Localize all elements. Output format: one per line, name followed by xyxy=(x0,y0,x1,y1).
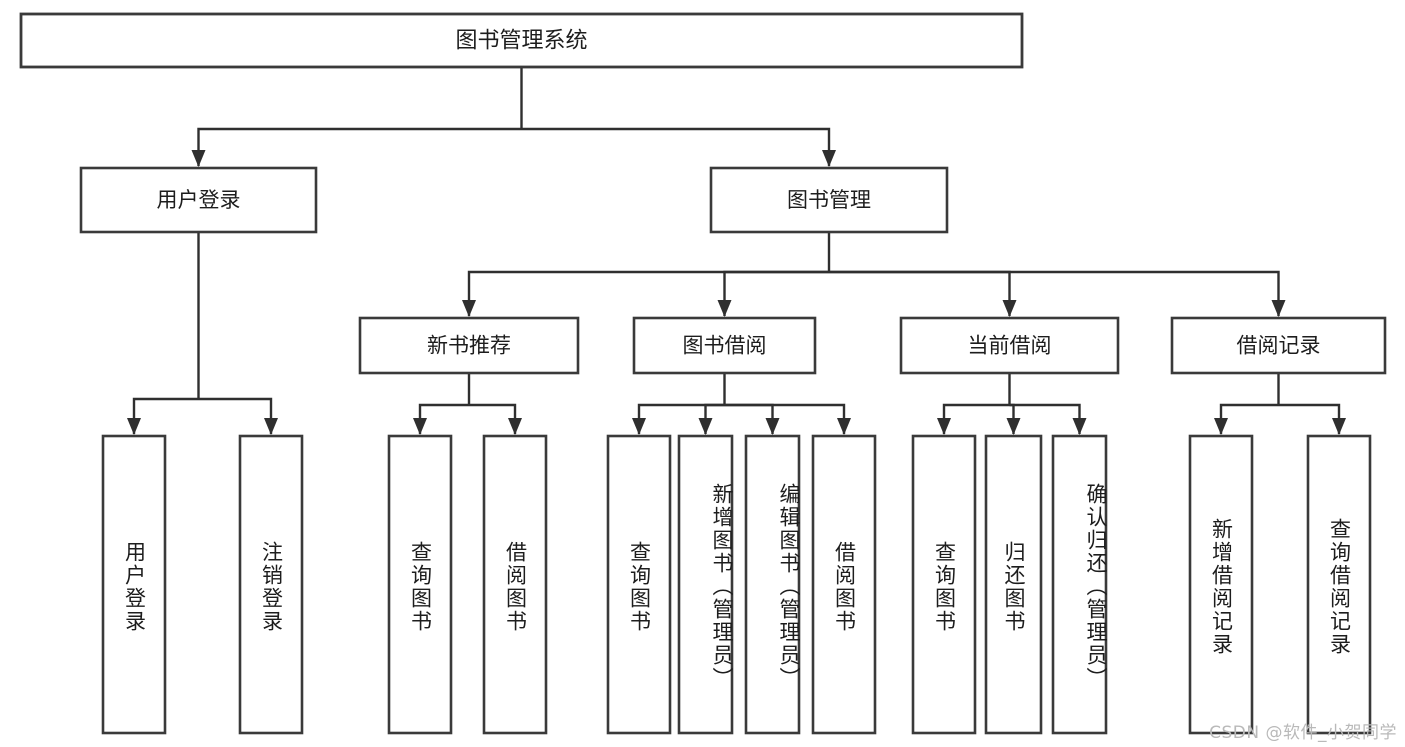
node-box-leaf-borrow-book-2[interactable] xyxy=(811,434,877,735)
node-leaf-query-book-1[interactable] xyxy=(387,434,453,735)
bookmanage-to-level2-branch xyxy=(723,270,829,316)
root-to-level1-branch xyxy=(197,127,522,166)
node-box-leaf-return-book[interactable] xyxy=(984,434,1043,735)
node-box-leaf-logout[interactable] xyxy=(238,434,304,735)
node-box-user-login[interactable] xyxy=(79,166,318,234)
node-label-root: 图书管理系统 xyxy=(455,29,587,54)
bookmanage-to-level2-branch xyxy=(467,270,829,316)
arrow-head-icon xyxy=(1332,418,1346,435)
arrow-head-icon xyxy=(822,150,836,167)
node-box-new-book-recommend[interactable] xyxy=(358,316,580,375)
node-leaf-query-book-2[interactable] xyxy=(606,434,672,735)
node-box-leaf-query-book-2[interactable] xyxy=(606,434,672,735)
arrow-head-icon xyxy=(191,150,206,167)
arrow-head-icon xyxy=(698,418,713,435)
node-box-leaf-query-book-3[interactable] xyxy=(911,434,977,735)
node-leaf-confirm-return[interactable] xyxy=(1051,434,1108,735)
node-box-leaf-add-book[interactable] xyxy=(677,434,734,735)
node-box-leaf-user-login[interactable] xyxy=(101,434,167,735)
node-label-borrow-record: 借阅记录 xyxy=(1237,334,1321,358)
arrow-head-icon xyxy=(1002,300,1017,317)
node-leaf-borrow-book-2[interactable] xyxy=(811,434,877,735)
arrow-head-icon xyxy=(508,418,522,435)
node-book-borrow[interactable]: 图书借阅 xyxy=(632,316,817,375)
arrow-head-icon xyxy=(1271,300,1286,317)
arrow-head-icon xyxy=(462,300,476,317)
node-leaf-return-book[interactable] xyxy=(984,434,1043,735)
node-leaf-borrow-book-1[interactable] xyxy=(482,434,548,735)
user-login-to-leaves-branch xyxy=(198,397,273,434)
arrow-head-icon xyxy=(413,418,427,435)
node-box-leaf-add-record[interactable] xyxy=(1188,434,1254,735)
user-login-to-leaves-branch xyxy=(132,397,199,434)
root-to-level1-branch xyxy=(521,127,831,166)
node-box-book-borrow[interactable] xyxy=(632,316,817,375)
arrow-head-icon xyxy=(937,418,951,435)
arrow-head-icon xyxy=(837,418,851,435)
node-label-book-manage: 图书管理 xyxy=(787,188,871,212)
node-label-book-borrow: 图书借阅 xyxy=(683,334,767,358)
arrow-head-icon xyxy=(127,418,141,435)
new-book-recommend-to-leaves-branch xyxy=(418,403,469,434)
arrow-head-icon xyxy=(632,418,646,435)
arrow-head-icon xyxy=(1006,418,1021,435)
node-box-leaf-query-record[interactable] xyxy=(1306,434,1372,735)
bookmanage-to-level2-branch xyxy=(829,270,1280,316)
node-new-book-recommend[interactable]: 新书推荐 xyxy=(358,316,580,375)
node-leaf-edit-book[interactable] xyxy=(744,434,801,735)
node-box-leaf-query-book-1[interactable] xyxy=(387,434,453,735)
node-user-login[interactable]: 用户登录 xyxy=(79,166,318,234)
node-label-new-book-recommend: 新书推荐 xyxy=(427,334,511,358)
arrow-head-icon xyxy=(717,300,732,317)
new-book-recommend-to-leaves-branch xyxy=(469,403,517,434)
node-label-user-login: 用户登录 xyxy=(157,188,241,212)
node-leaf-add-record[interactable] xyxy=(1188,434,1254,735)
node-leaf-user-login[interactable] xyxy=(101,434,167,735)
node-book-manage[interactable]: 图书管理 xyxy=(709,166,949,234)
watermark: CSDN @软件_小贺同学 xyxy=(1209,723,1397,743)
node-box-borrow-record[interactable] xyxy=(1170,316,1387,375)
node-leaf-query-record[interactable] xyxy=(1306,434,1372,735)
node-leaf-query-book-3[interactable] xyxy=(911,434,977,735)
node-box-leaf-edit-book[interactable] xyxy=(744,434,801,735)
node-box-root[interactable] xyxy=(19,12,1024,69)
borrow-record-to-leaves-branch xyxy=(1278,403,1341,434)
borrow-record-to-leaves-branch xyxy=(1219,403,1279,434)
node-root[interactable]: 图书管理系统 xyxy=(19,12,1024,69)
book-borrow-to-leaves-branch xyxy=(724,403,774,434)
book-borrow-to-leaves-branch xyxy=(724,403,846,434)
current-borrow-to-leaves-branch xyxy=(942,403,1010,434)
node-borrow-record[interactable]: 借阅记录 xyxy=(1170,316,1387,375)
arrow-head-icon xyxy=(264,418,278,435)
arrow-head-icon xyxy=(765,418,780,435)
node-box-book-manage[interactable] xyxy=(709,166,949,234)
arrow-head-icon xyxy=(1072,418,1087,435)
connectors-layer xyxy=(127,67,1346,435)
node-box-leaf-confirm-return[interactable] xyxy=(1051,434,1108,735)
node-current-borrow[interactable]: 当前借阅 xyxy=(899,316,1120,375)
node-leaf-logout[interactable] xyxy=(238,434,304,735)
node-box-current-borrow[interactable] xyxy=(899,316,1120,375)
node-box-leaf-borrow-book-1[interactable] xyxy=(482,434,548,735)
node-label-current-borrow: 当前借阅 xyxy=(968,334,1052,358)
bookmanage-to-level2-branch xyxy=(829,270,1011,316)
node-leaf-add-book[interactable] xyxy=(677,434,734,735)
current-borrow-to-leaves-branch xyxy=(1009,403,1081,434)
arrow-head-icon xyxy=(1214,418,1228,435)
